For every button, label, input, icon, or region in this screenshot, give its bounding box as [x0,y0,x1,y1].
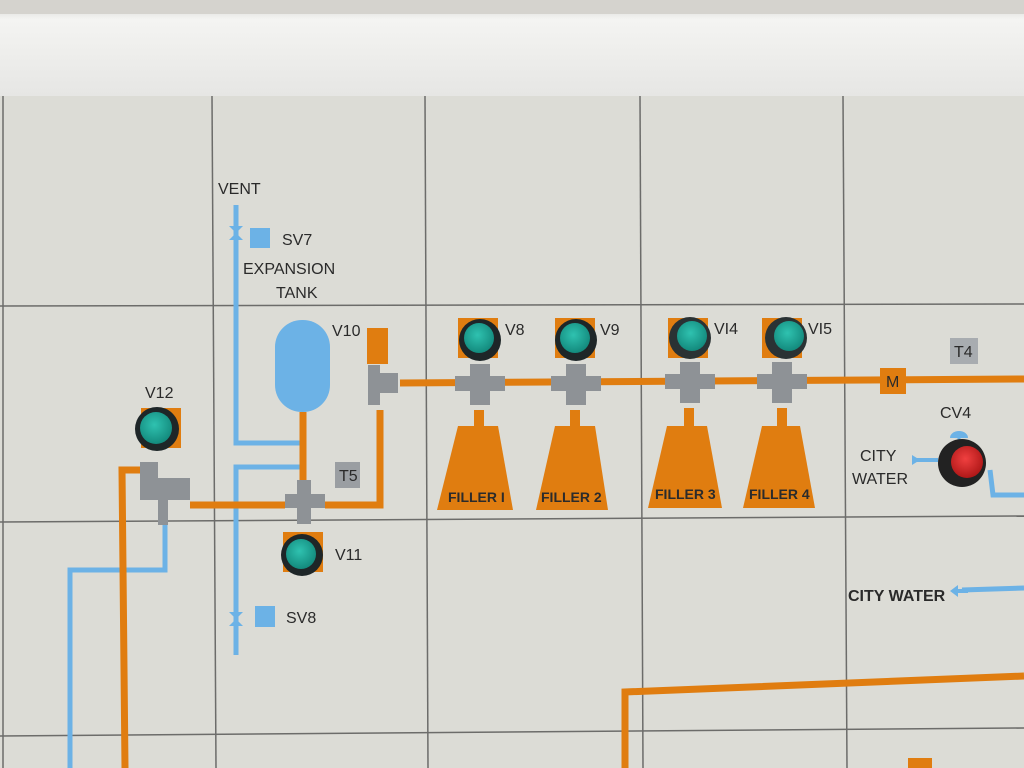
filler-1-icon [437,426,513,510]
city-water-return-label: CITY WATER [848,588,946,605]
v9-label: V9 [600,322,620,339]
vent-label: VENT [218,181,261,198]
fittings [140,365,398,525]
filler-4-icon [743,426,815,508]
cv4-label: CV4 [940,405,971,422]
filler-3-icon [648,426,722,508]
v14-label: VI4 [714,321,738,338]
tile-grid [0,95,1024,768]
t4-label: T4 [954,344,973,361]
partial-valve-icon [908,758,932,768]
filler-2-icon [536,426,608,510]
filler-4-label: FILLER 4 [749,486,810,502]
v10-valve-icon [367,328,388,364]
filler-4: VI5 FILLER 4 [743,317,832,508]
expansion-tank-icon [275,320,330,412]
t4-sensor-icon [950,338,978,364]
cv4-actuator-icon [950,431,968,438]
expansion-tank-label: EXPANSION [243,261,335,278]
filler-1-label: FILLER I [448,489,505,505]
v10-label: V10 [332,323,361,340]
v8-label: V8 [505,322,525,339]
motor-icon [880,368,906,394]
v11-label: V11 [335,547,362,564]
sv7-label: SV7 [282,232,312,249]
filler-3: VI4 FILLER 3 [648,317,738,508]
filler-2: V9 FILLER 2 [536,318,620,510]
city-water-label-2: WATER [852,471,908,488]
motor-label: M [886,374,899,391]
filler-1: V8 FILLER I [437,318,525,510]
expansion-tank-label-2: TANK [276,285,318,302]
top-frame [0,0,1024,96]
cold-water-pipes [67,205,1024,768]
outlet-arrow-icon [950,585,958,597]
sv8-label: SV8 [286,610,316,627]
filler-2-label: FILLER 2 [541,489,602,505]
v15-label: VI5 [808,321,832,338]
sv8-valve-icon [229,606,275,627]
t5-label: T5 [339,468,358,485]
sv7-valve-icon [229,226,270,248]
filler-3-label: FILLER 3 [655,486,716,502]
city-water-label: CITY [860,448,897,465]
v12-label: V12 [145,385,174,402]
t5-sensor-icon [335,462,360,488]
